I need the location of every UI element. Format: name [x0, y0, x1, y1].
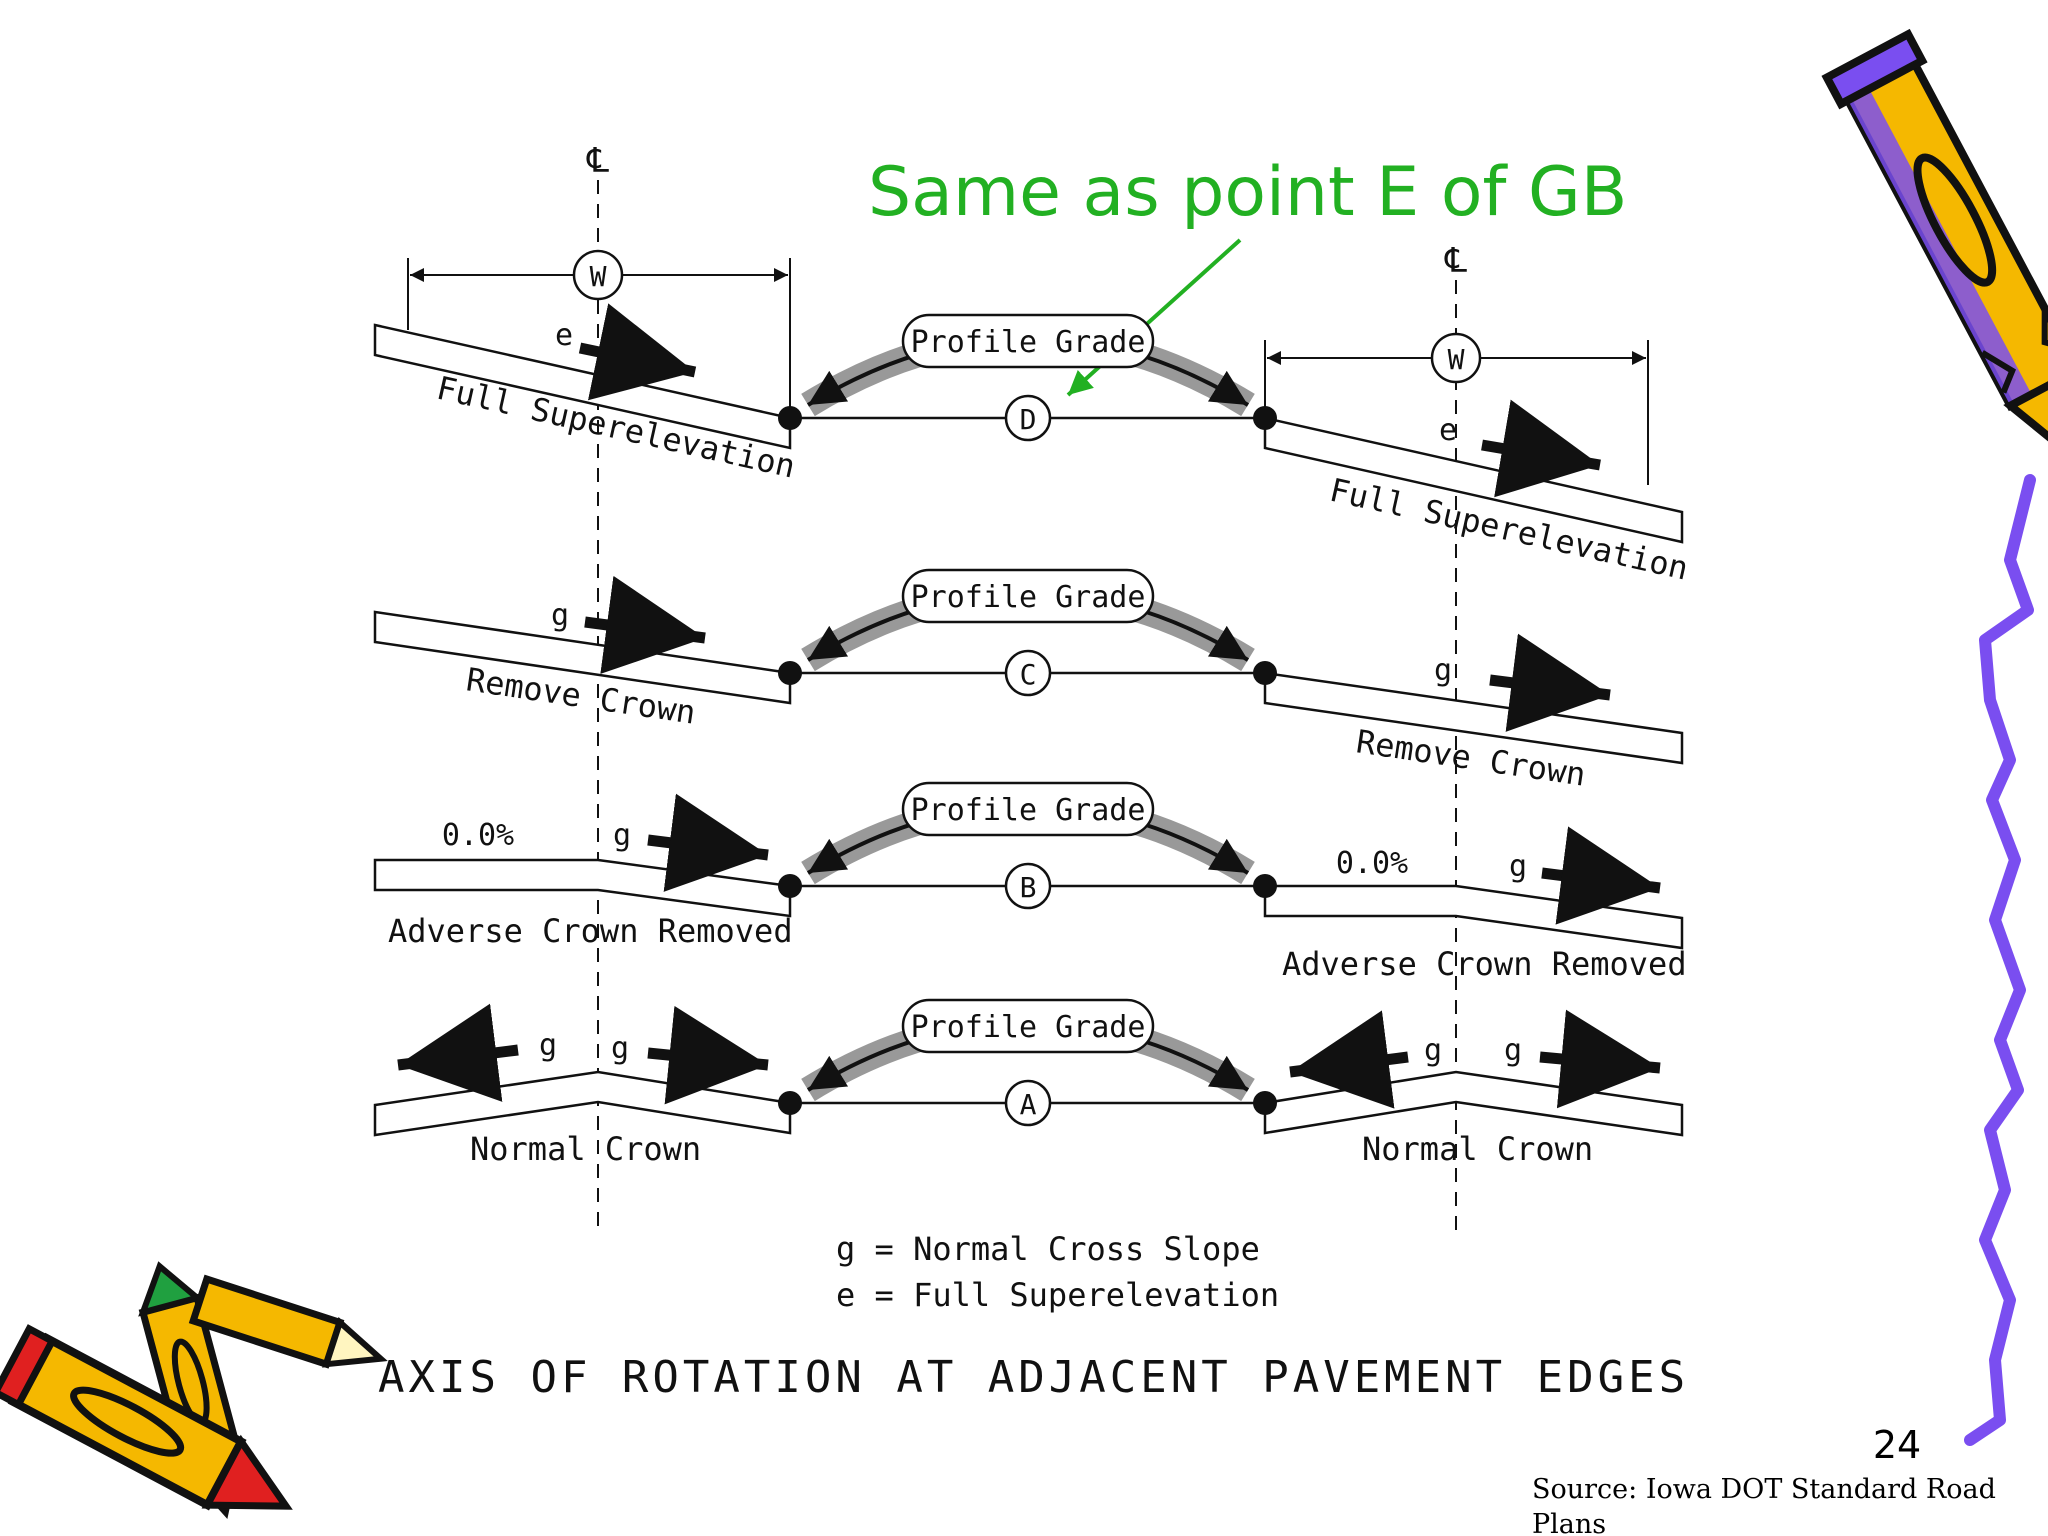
pencil-icon [1821, 28, 2048, 477]
slope-symbol: g [613, 818, 631, 853]
caption-normal-crown: Normal Crown [470, 1130, 701, 1168]
profile-grade-label: Profile Grade [911, 793, 1146, 828]
point-label-a: A [1020, 1088, 1037, 1121]
legend-g: g = Normal Cross Slope [836, 1230, 1260, 1268]
annotation-arrow [1066, 238, 1242, 397]
caption-adverse-crown-removed: Adverse Crown Removed [388, 912, 793, 950]
profile-grade-label: Profile Grade [911, 580, 1146, 615]
row-a-normal-crown: Profile Grade A g g g g Normal Crown Nor… [373, 998, 1684, 1168]
slope-symbol: g [1504, 1033, 1522, 1068]
source-line-1: Source: Iowa DOT Standard Road [1532, 1474, 1996, 1505]
slope-symbol: e [1439, 413, 1457, 448]
point-label-b: B [1020, 871, 1037, 904]
left-width-dimension: W [407, 249, 791, 415]
slope-symbol: g [611, 1031, 629, 1066]
squiggle-line [1964, 474, 2036, 1446]
right-width-dimension: W [1264, 332, 1649, 485]
profile-grade-label: Profile Grade [911, 1010, 1146, 1045]
row-d-full-superelevation: Profile Grade D e e Full Superelevation … [373, 303, 1692, 588]
slope-symbol: g [539, 1028, 557, 1063]
profile-grade-label: Profile Grade [911, 325, 1146, 360]
right-centerline: ℄ [1444, 241, 1467, 1230]
flat-slope-label: 0.0% [1336, 846, 1408, 881]
width-symbol: W [1448, 343, 1465, 376]
slide-number: 24 [1873, 1423, 1921, 1467]
centerline-symbol: ℄ [1444, 241, 1467, 281]
width-symbol: W [590, 260, 607, 293]
row-b-adverse-crown-removed: Profile Grade B 0.0% g 0.0% g Adverse Cr… [373, 781, 1687, 983]
slope-symbol: g [551, 598, 569, 633]
figure-caption: AXIS OF ROTATION AT ADJACENT PAVEMENT ED… [378, 1352, 1689, 1403]
slope-symbol: g [1424, 1033, 1442, 1068]
point-label-d: D [1020, 403, 1037, 436]
slope-symbol: g [1434, 653, 1452, 688]
slope-symbol: g [1509, 849, 1527, 884]
row-c-remove-crown: Profile Grade C g g Remove Crown Remove … [373, 568, 1684, 794]
crossed-pencils-icon [0, 1261, 388, 1520]
caption-normal-crown: Normal Crown [1362, 1130, 1593, 1168]
point-label-c: C [1020, 658, 1037, 691]
caption-adverse-crown-removed: Adverse Crown Removed [1282, 945, 1687, 983]
source-line-2: Plans [1532, 1509, 1606, 1536]
slope-symbol: e [555, 318, 573, 353]
annotation-text: Same as point E of GB [868, 153, 1627, 232]
flat-slope-label: 0.0% [442, 818, 514, 853]
centerline-symbol: ℄ [586, 141, 609, 181]
legend-e: e = Full Superelevation [836, 1276, 1279, 1314]
